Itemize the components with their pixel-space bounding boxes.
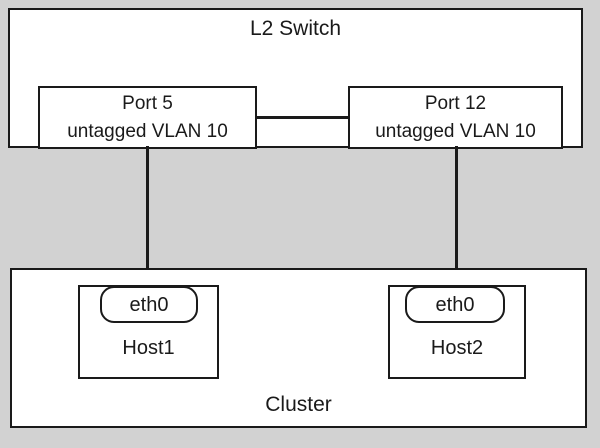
port5-vlan-label: untagged VLAN 10	[67, 121, 228, 142]
port12-vlan-label: untagged VLAN 10	[375, 121, 536, 142]
host1-name-label: Host1	[122, 337, 175, 359]
port12-name-label: Port 12	[424, 93, 487, 114]
host2-nic-label: eth0	[435, 294, 475, 316]
host2-name-label: Host2	[430, 337, 484, 359]
cable-port12-to-host2	[455, 146, 458, 287]
cluster-title: Cluster	[265, 393, 332, 416]
nic-box-host1-eth0[interactable]	[100, 286, 198, 323]
port5-name-label: Port 5	[122, 93, 173, 114]
inter-port-link-line	[256, 116, 349, 119]
host1-nic-label: eth0	[129, 294, 169, 316]
nic-box-host2-eth0[interactable]	[405, 286, 505, 323]
cable-port5-to-host1	[146, 146, 149, 287]
l2-switch-title: L2 Switch	[249, 17, 342, 40]
port-box-port5[interactable]	[38, 86, 257, 149]
